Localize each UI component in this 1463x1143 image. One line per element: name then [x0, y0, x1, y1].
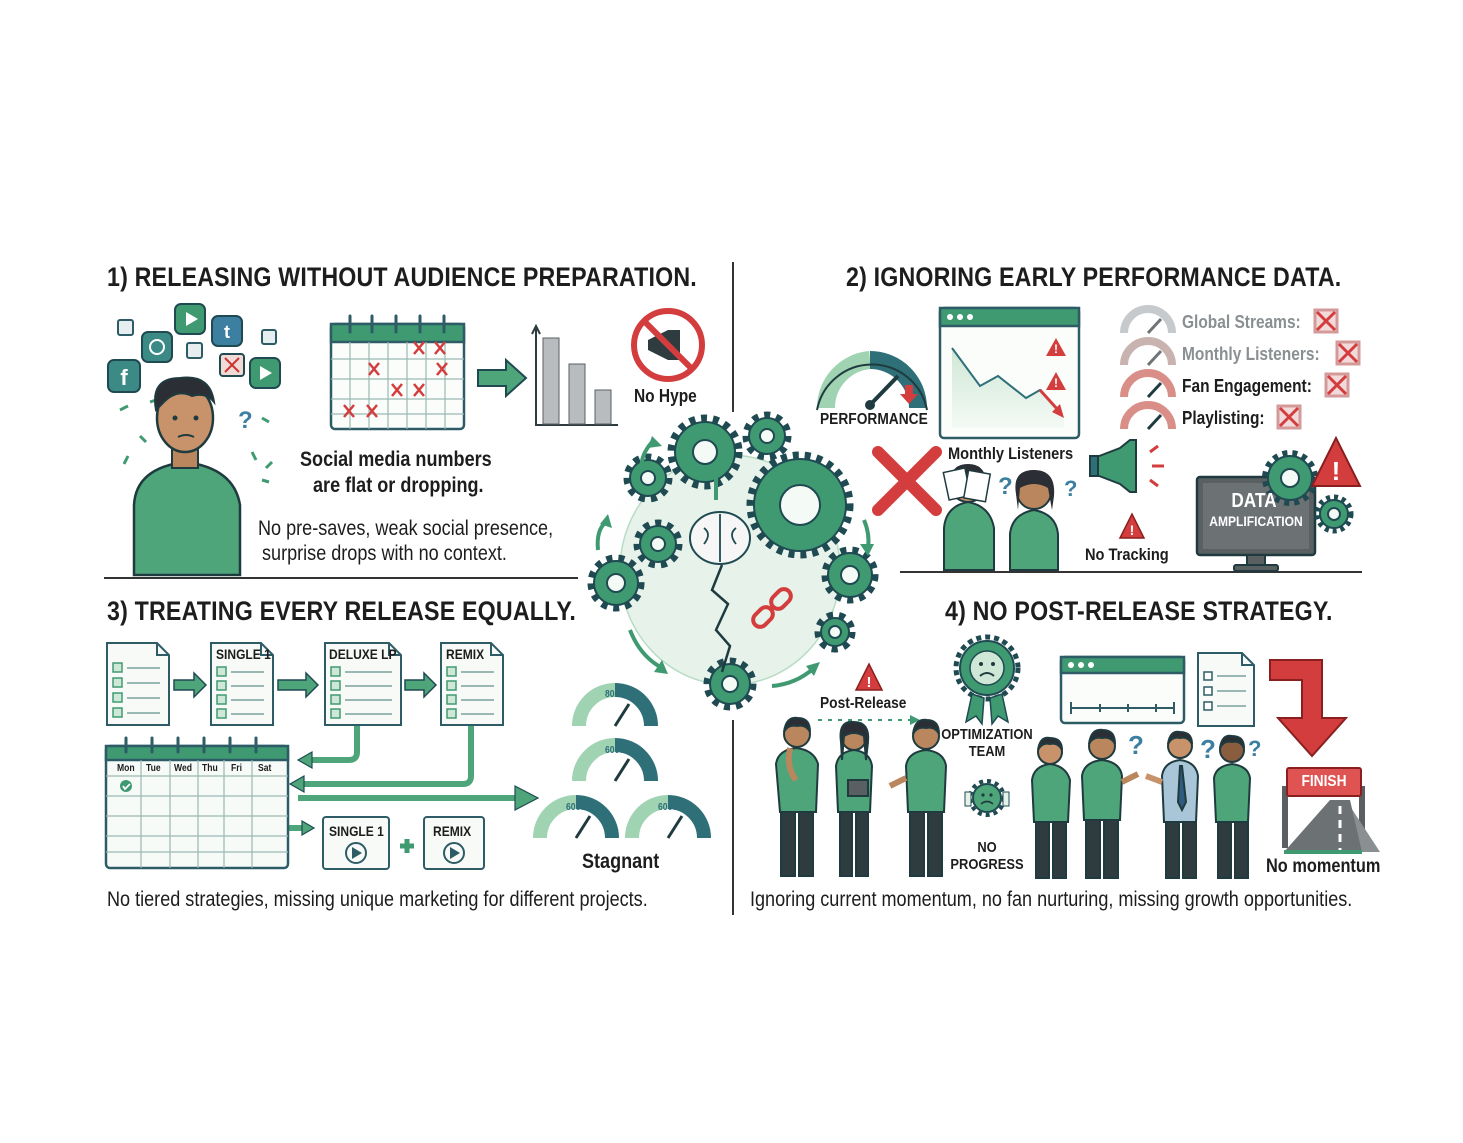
declining-bar-chart	[531, 323, 618, 426]
question-marks: ? ? ?	[1128, 730, 1261, 764]
svg-text:?: ?	[1128, 730, 1144, 760]
checklist-document	[1197, 652, 1255, 727]
card-remix: REMIX	[446, 646, 485, 662]
card-deluxe-lp: DELUXE LP	[329, 646, 397, 662]
finish-sign-label: FINISH	[1301, 773, 1347, 790]
monthly-listeners-label: Monthly Listeners	[948, 444, 1074, 463]
gauge-value-4: 6000	[658, 802, 678, 813]
social-icons-cluster: t f	[107, 303, 281, 484]
metric-x-marks	[1276, 308, 1361, 430]
section-4-heading: 4) NO POST-RELEASE STRATEGY.	[945, 596, 1333, 626]
metric-fan-engagement: Fan Engagement:	[1182, 376, 1312, 396]
monitor-text-line-1: DATA	[1231, 490, 1277, 512]
section-2-heading: 2) IGNORING EARLY PERFORMANCE DATA.	[846, 262, 1342, 292]
svg-text:?: ?	[1200, 734, 1216, 764]
turn-down-arrow-icon	[1269, 659, 1349, 758]
day-sat: Sat	[258, 763, 272, 774]
metric-playlisting: Playlisting:	[1182, 408, 1265, 428]
day-mon: Mon	[117, 763, 135, 774]
optimization-team-badge	[953, 634, 1021, 727]
no-progress-line-2: PROGRESS	[950, 856, 1024, 873]
calendar-missed-days	[329, 314, 466, 431]
day-tue: Tue	[146, 763, 161, 774]
metric-monthly-listeners: Monthly Listeners:	[1182, 344, 1320, 364]
section-1-caption-line-1: No pre-saves, weak social presence,	[258, 517, 554, 540]
monthly-listeners-chart-window: ! !	[938, 306, 1081, 440]
center-gears-cluster	[585, 405, 885, 711]
optimization-label-line-1: OPTIMIZATION	[941, 726, 1033, 743]
no-progress-gear-icon	[964, 779, 1010, 817]
no-hype-label: No Hype	[634, 386, 697, 406]
optimization-label-line-2: TEAM	[968, 743, 1006, 760]
gauge-value-3: 6000	[566, 802, 586, 813]
megaphone-icon	[1089, 439, 1164, 493]
player-remix: REMIX	[433, 823, 472, 839]
metric-gauge-icons	[1120, 305, 1176, 431]
svg-text:!: !	[1054, 376, 1058, 390]
finish-line-road	[1282, 767, 1380, 854]
timeline-window	[1059, 655, 1186, 725]
day-fri: Fri	[231, 763, 242, 774]
no-progress-line-1: NO	[977, 839, 997, 856]
day-wed: Wed	[174, 763, 193, 774]
svg-text:?: ?	[998, 473, 1013, 500]
stagnant-gauges	[533, 683, 711, 839]
performance-label: PERFORMANCE	[820, 411, 928, 428]
media-player-cards	[322, 816, 485, 870]
svg-text:?: ?	[238, 407, 253, 434]
svg-text:!: !	[1054, 342, 1058, 356]
no-tracking-label: No Tracking	[1085, 545, 1169, 564]
svg-text:!: !	[867, 674, 872, 691]
section-3-caption: No tiered strategies, missing unique mar…	[107, 888, 648, 911]
data-monitor-icon: !	[1195, 435, 1362, 572]
monitor-text-line-2: AMPLIFICATION	[1209, 513, 1303, 529]
release-calendar	[104, 736, 290, 870]
svg-text:?: ?	[1064, 476, 1077, 501]
no-momentum-label: No momentum	[1266, 856, 1381, 877]
svg-text:?: ?	[1248, 736, 1261, 761]
section-1-caption-line-2: surprise drops with no context.	[262, 542, 507, 565]
stressed-people-figure: ? ?	[942, 464, 1077, 571]
svg-text:!: !	[1130, 522, 1135, 538]
stagnant-label: Stagnant	[582, 850, 660, 873]
social-caption-line-2: are flat or dropping.	[313, 474, 484, 497]
post-release-warning-icon: !	[818, 662, 920, 725]
performance-gauge-icon	[816, 351, 928, 411]
release-docs-row	[106, 642, 504, 726]
gauge-value-1: 8000	[605, 689, 625, 700]
no-megaphone-icon	[631, 308, 705, 382]
team-people-figures	[774, 716, 1252, 879]
warning-icon: !	[1118, 512, 1146, 539]
svg-text:f: f	[120, 365, 128, 390]
gauge-value-2: 6000	[605, 745, 625, 756]
section-1-heading: 1) RELEASING WITHOUT AUDIENCE PREPARATIO…	[107, 262, 697, 292]
svg-text:!: !	[1332, 456, 1341, 486]
big-x-icon	[872, 446, 942, 516]
post-release-label: Post-Release	[820, 695, 907, 712]
player-single-1: SINGLE 1	[329, 823, 384, 839]
metric-global-streams: Global Streams:	[1182, 312, 1301, 332]
day-thu: Thu	[202, 763, 218, 774]
card-single-1: SINGLE 1	[216, 646, 271, 662]
confused-person-figure: ?	[132, 376, 253, 577]
section-4-caption: Ignoring current momentum, no fan nurtur…	[750, 888, 1353, 911]
section-3-heading: 3) TREATING EVERY RELEASE EQUALLY.	[107, 596, 577, 626]
svg-text:t: t	[224, 322, 230, 342]
social-caption-line-1: Social media numbers	[300, 448, 492, 471]
arrow-right-icon	[477, 357, 528, 399]
